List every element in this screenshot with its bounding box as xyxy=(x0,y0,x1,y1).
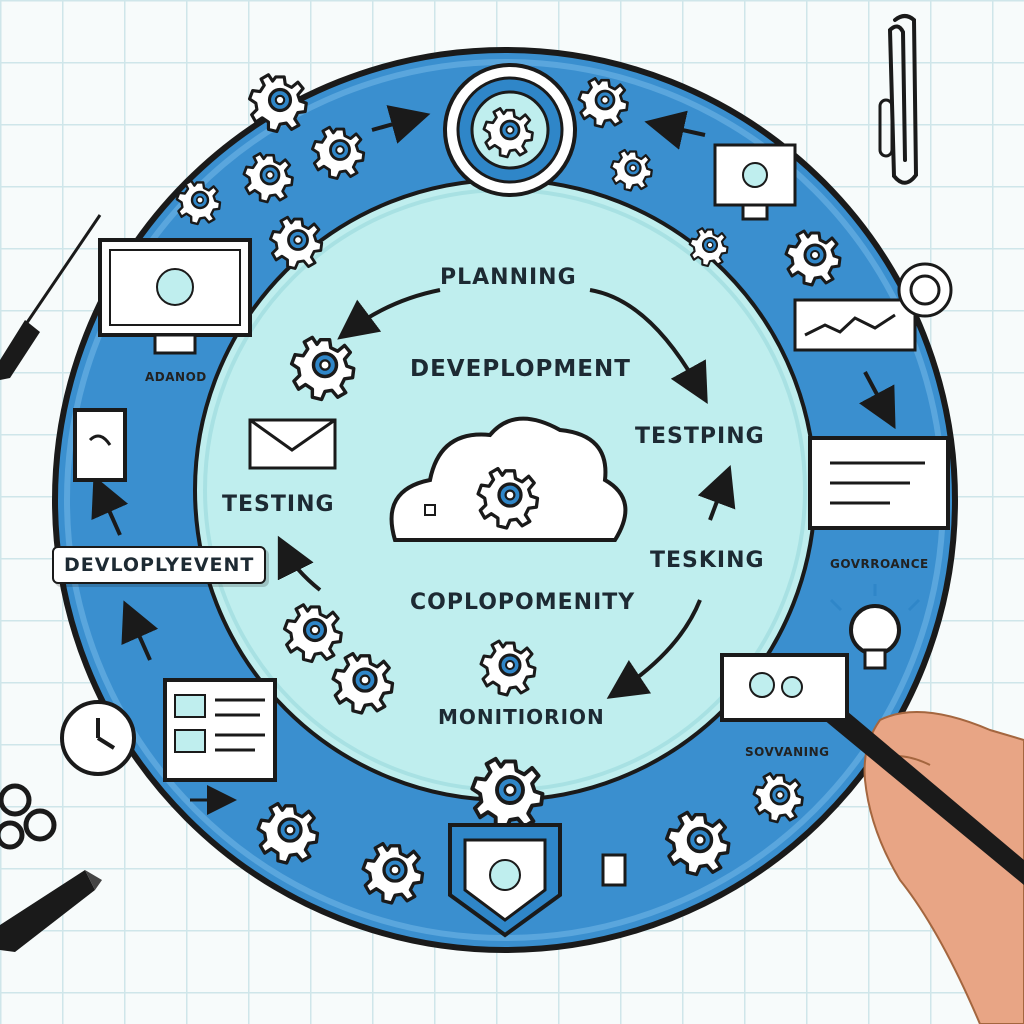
document-icon xyxy=(73,408,127,482)
solving-label: SOVVANING xyxy=(745,745,830,759)
developlyevent-tag: DEVLOPLYEVENT xyxy=(52,546,267,584)
monitiorion-label: MONITIORION xyxy=(438,705,605,729)
chart-card-icon xyxy=(793,262,953,352)
monitor-icon xyxy=(713,143,797,221)
target-icon xyxy=(443,63,577,197)
monitor-icon xyxy=(98,238,252,355)
document-icon xyxy=(601,853,627,887)
coplopomenity-label: COPLOPOMENITY xyxy=(410,590,636,615)
pen-icon xyxy=(0,870,102,952)
envelope-icon xyxy=(248,418,337,470)
rings-icon xyxy=(0,783,57,850)
planning-label: PLANNING xyxy=(440,265,577,290)
tesking-label: TESKING xyxy=(650,548,765,573)
advanced-label: ADANOD xyxy=(145,370,207,384)
development-label: DEVEPLOPMENT xyxy=(410,356,631,382)
cloud-icon xyxy=(389,416,628,542)
shield-icon xyxy=(448,823,562,938)
document-icon xyxy=(163,678,277,782)
lightbulb-icon xyxy=(829,584,921,670)
testping-label: TESTPING xyxy=(635,424,765,449)
monitor-icon xyxy=(808,436,950,530)
testing-label: TESTING xyxy=(222,492,335,517)
hand-icon xyxy=(800,678,1024,1024)
monitor-icon xyxy=(720,653,849,722)
clock-icon xyxy=(60,700,136,776)
governance-label: GOVRROANCE xyxy=(830,557,929,571)
pen-icon xyxy=(0,214,102,380)
paperclip-icon xyxy=(878,14,919,185)
